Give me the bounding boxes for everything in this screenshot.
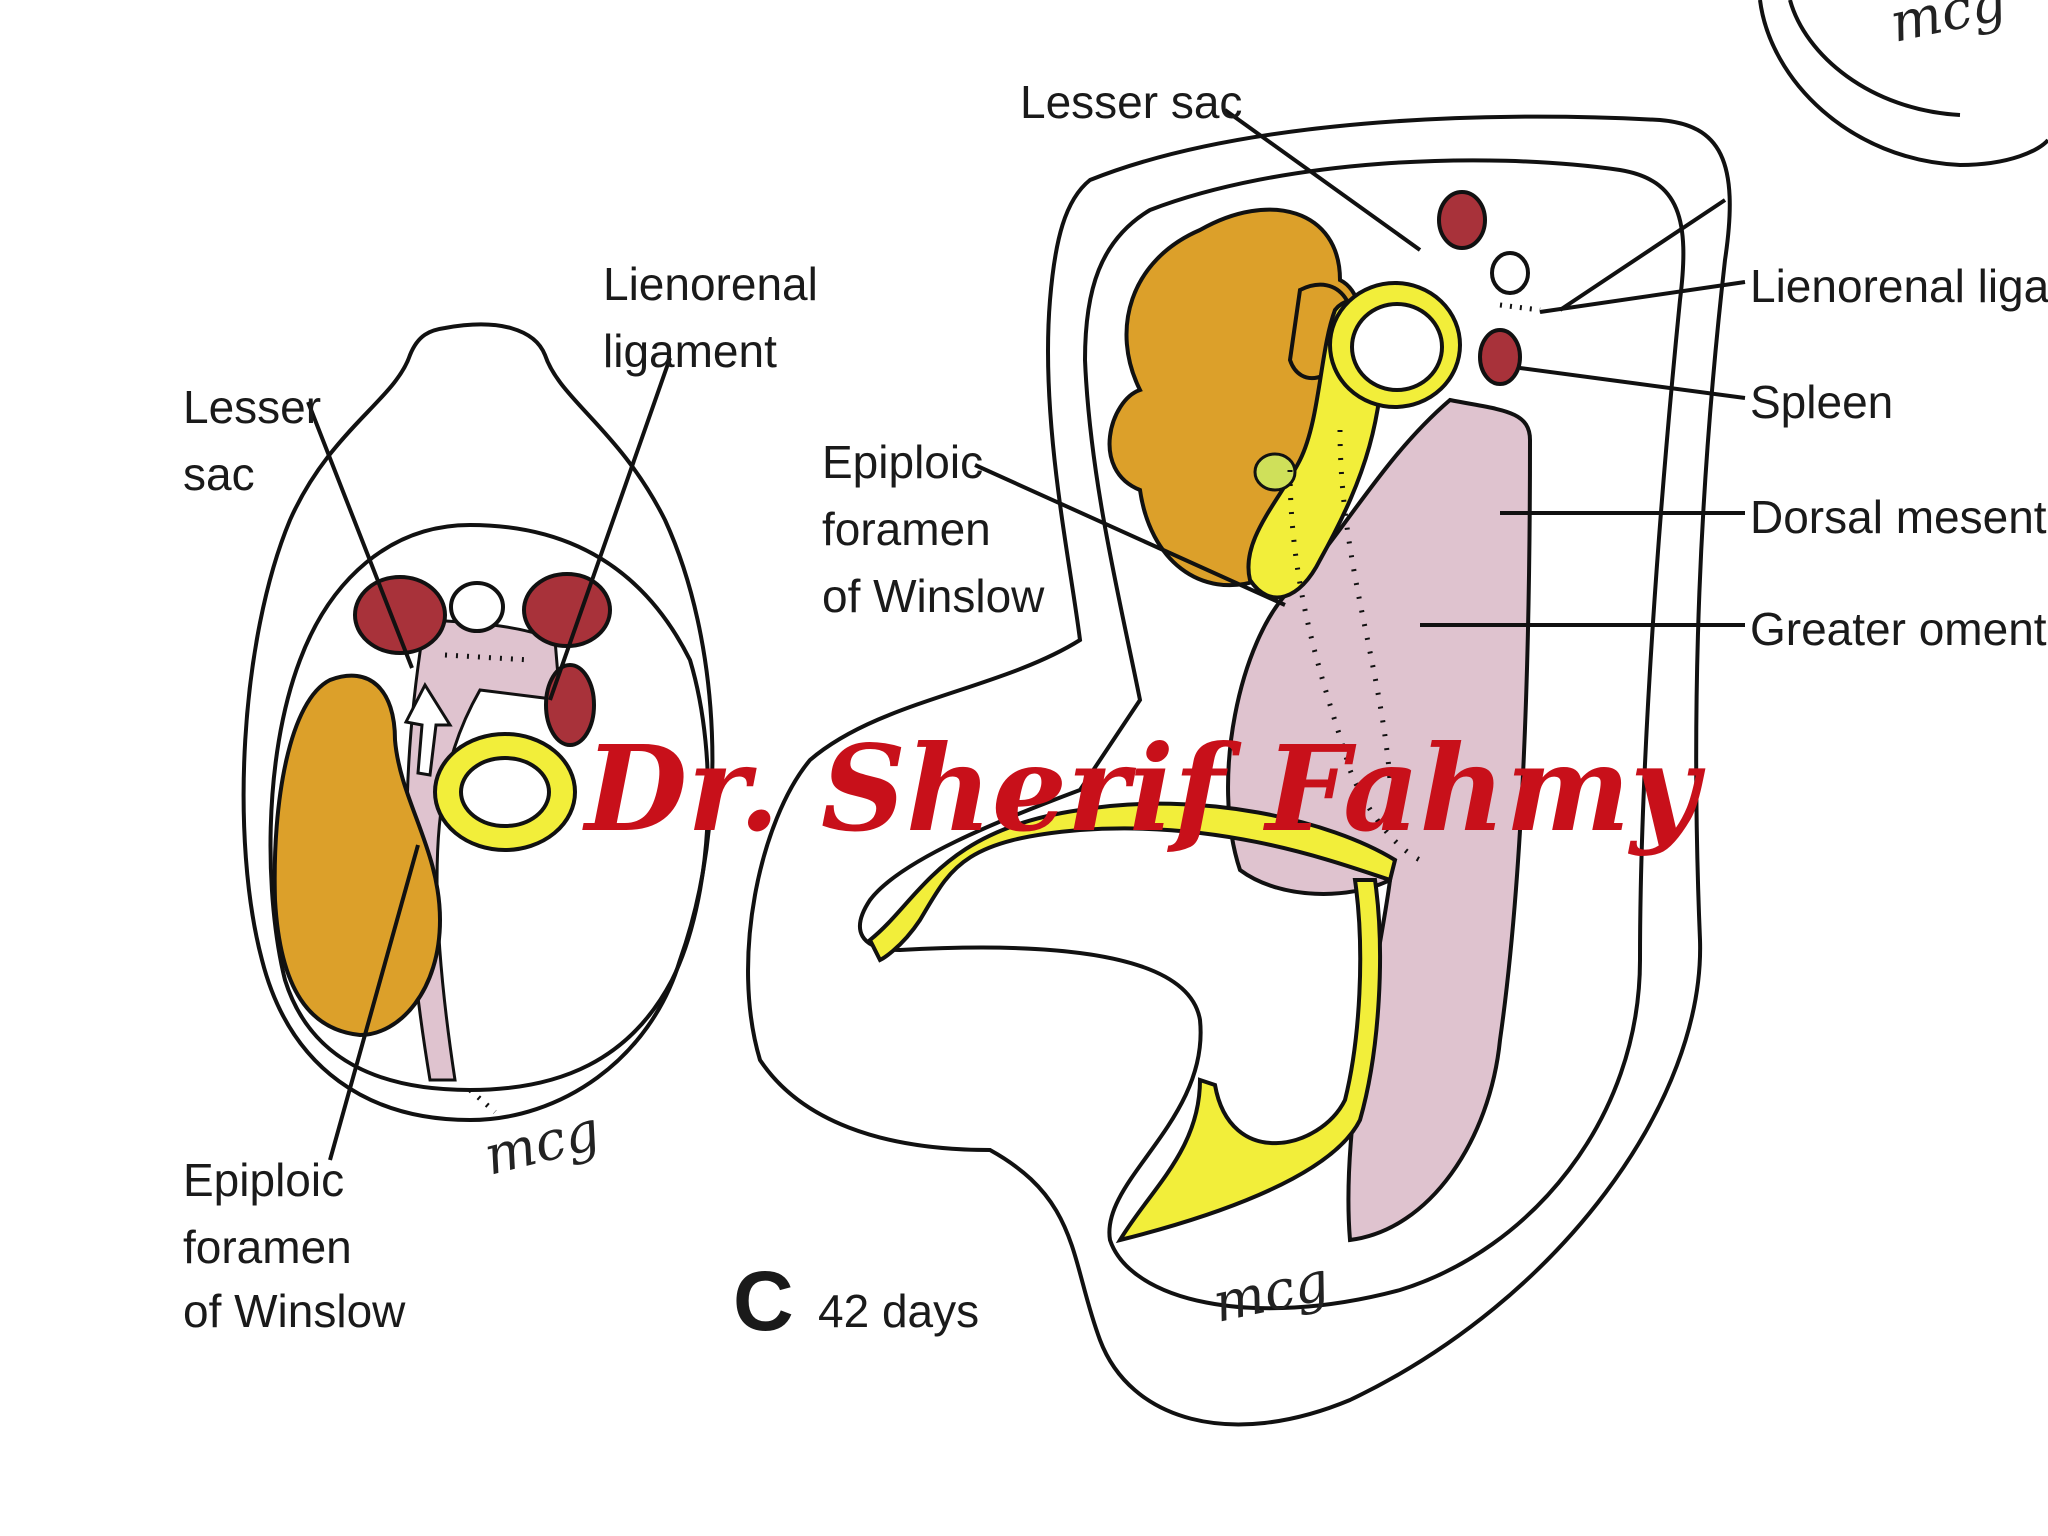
left-label-lesser-sac-1: Lesser	[183, 381, 321, 433]
left-body-outline	[241, 322, 715, 1123]
right-gall-bladder	[1253, 452, 1297, 492]
left-foramen-arrow-icon	[403, 681, 453, 777]
right-aorta	[1490, 251, 1530, 295]
left-aorta	[449, 581, 505, 633]
right-body-cavity	[858, 158, 1686, 1311]
left-liver	[272, 673, 443, 1038]
left-lesser-sac-leader	[306, 401, 414, 669]
left-signature: mcg	[478, 1098, 606, 1187]
left-label-lesser-sac-2: sac	[183, 448, 255, 500]
caption-letter: C	[733, 1254, 794, 1348]
left-label-epiploic-3: of Winslow	[183, 1285, 406, 1337]
left-spleen-right	[522, 572, 612, 648]
right-sagittal-section	[746, 0, 2048, 1427]
left-cross-section	[241, 322, 715, 1161]
right-label-lesser-sac: Lesser sac	[1020, 76, 1242, 128]
corner-circle-inner	[1788, 0, 1961, 117]
right-label-greater-omentum: Greater omentur	[1750, 603, 2048, 655]
right-label-lienorenal: Lienorenal ligam	[1750, 260, 2048, 312]
right-intestine-loop	[867, 801, 1398, 963]
watermark: Dr. Sherif Fahmy	[582, 719, 1706, 858]
right-lesser-sac-leader	[1223, 108, 1422, 252]
left-label-lienorenal-2: ligament	[603, 325, 777, 377]
right-label-epiploic-1: Epiploic	[822, 436, 983, 488]
corner-circle	[1758, 0, 2048, 168]
corner-signature: mcg	[1885, 0, 2012, 55]
right-spleen-leader	[1519, 366, 1746, 400]
left-epiploic-leader	[328, 844, 420, 1161]
right-body-outline	[746, 114, 1732, 1427]
right-label-spleen: Spleen	[1750, 376, 1893, 428]
right-signature: mcg	[1208, 1249, 1335, 1335]
right-spleen	[1478, 328, 1522, 386]
right-intestine-descending	[1115, 878, 1382, 1244]
left-stomach-lumen	[459, 756, 551, 828]
left-spleen-lower	[544, 663, 596, 747]
right-label-dorsal-mesentery: Dorsal mesenter	[1750, 491, 2048, 543]
left-spleen-left	[353, 575, 447, 655]
right-duodenum-lumen	[1350, 302, 1444, 392]
left-body-cavity	[268, 522, 711, 1093]
right-label-epiploic-2: foramen	[822, 503, 991, 555]
right-dorsal-vessel	[1437, 190, 1487, 250]
left-label-epiploic-2: foramen	[183, 1221, 352, 1273]
right-epiploic-leader	[974, 463, 1286, 607]
right-label-epiploic-3: of Winslow	[822, 570, 1045, 622]
left-lienorenal-leader	[548, 357, 672, 701]
right-dotted-lienorenal	[1499, 302, 1541, 313]
right-lienorenal-leader	[1539, 280, 1746, 314]
left-label-lienorenal-1: Lienorenal	[603, 258, 818, 310]
left-dotted-line-lower	[468, 1088, 497, 1114]
left-label-epiploic-1: Epiploic	[183, 1154, 344, 1206]
right-lienorenal-leader-2	[1558, 198, 1727, 312]
caption-age: 42 days	[818, 1285, 979, 1337]
left-dorsal-mesentery	[405, 618, 562, 1082]
